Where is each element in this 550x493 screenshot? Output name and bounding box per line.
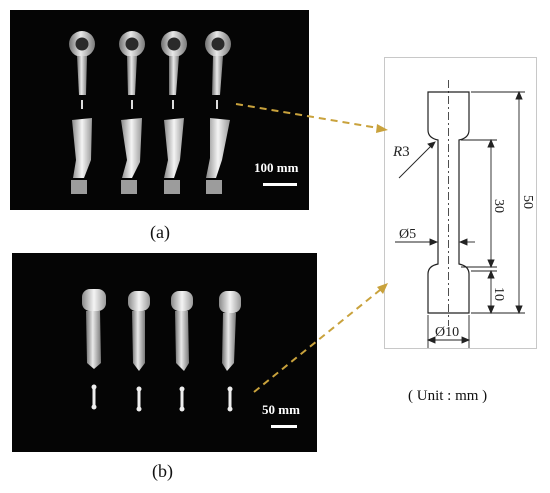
tensile-specimen-drawing: 50 30 10 R3 Ø5 xyxy=(392,80,535,348)
scale-bar-b xyxy=(271,425,297,428)
machined-part-b4 xyxy=(219,291,241,412)
photo-a-parts xyxy=(69,31,231,194)
forged-part-a1 xyxy=(69,31,95,194)
arrowhead-a xyxy=(376,124,388,133)
dim-gauge-length-label: 30 xyxy=(491,199,506,213)
dim-gauge-diameter xyxy=(395,238,475,246)
photo-panel-a: 100 mm xyxy=(10,10,309,210)
arrow-b-to-drawing xyxy=(253,289,381,393)
dim-grip-length xyxy=(471,269,497,315)
specimen-drawing-frame: 50 30 10 R3 Ø5 xyxy=(384,57,537,349)
machined-part-b2 xyxy=(128,291,150,412)
dim-gauge-diameter-label: Ø5 xyxy=(399,227,416,242)
radius-label: R3 xyxy=(392,144,410,160)
dim-total-length xyxy=(471,90,525,315)
scale-bar-a xyxy=(263,183,297,186)
arrowhead-b xyxy=(377,283,388,294)
scale-label-a: 100 mm xyxy=(254,160,299,175)
dim-grip-length-label: 10 xyxy=(491,287,506,301)
forged-part-a3 xyxy=(161,31,187,194)
dim-grip-diameter-label: Ø10 xyxy=(435,325,459,340)
machined-part-b3 xyxy=(171,291,193,412)
caption-b: (b) xyxy=(152,461,173,481)
dim-total-length-label: 50 xyxy=(520,195,535,209)
dim-grip-diameter xyxy=(426,315,471,348)
scale-label-b: 50 mm xyxy=(262,402,300,417)
forged-part-a4 xyxy=(205,31,231,194)
photo-panel-b: 50 mm xyxy=(12,253,317,452)
specimen-outline xyxy=(427,91,470,314)
caption-a: (a) xyxy=(150,222,170,242)
radius-leader xyxy=(398,141,436,179)
dim-gauge-length xyxy=(461,138,497,269)
machined-part-b1 xyxy=(82,289,106,410)
photo-b-parts xyxy=(82,289,241,412)
unit-note: ( Unit : mm ) xyxy=(408,388,488,404)
forged-part-a2 xyxy=(119,31,145,194)
arrow-a-to-drawing xyxy=(235,103,379,129)
